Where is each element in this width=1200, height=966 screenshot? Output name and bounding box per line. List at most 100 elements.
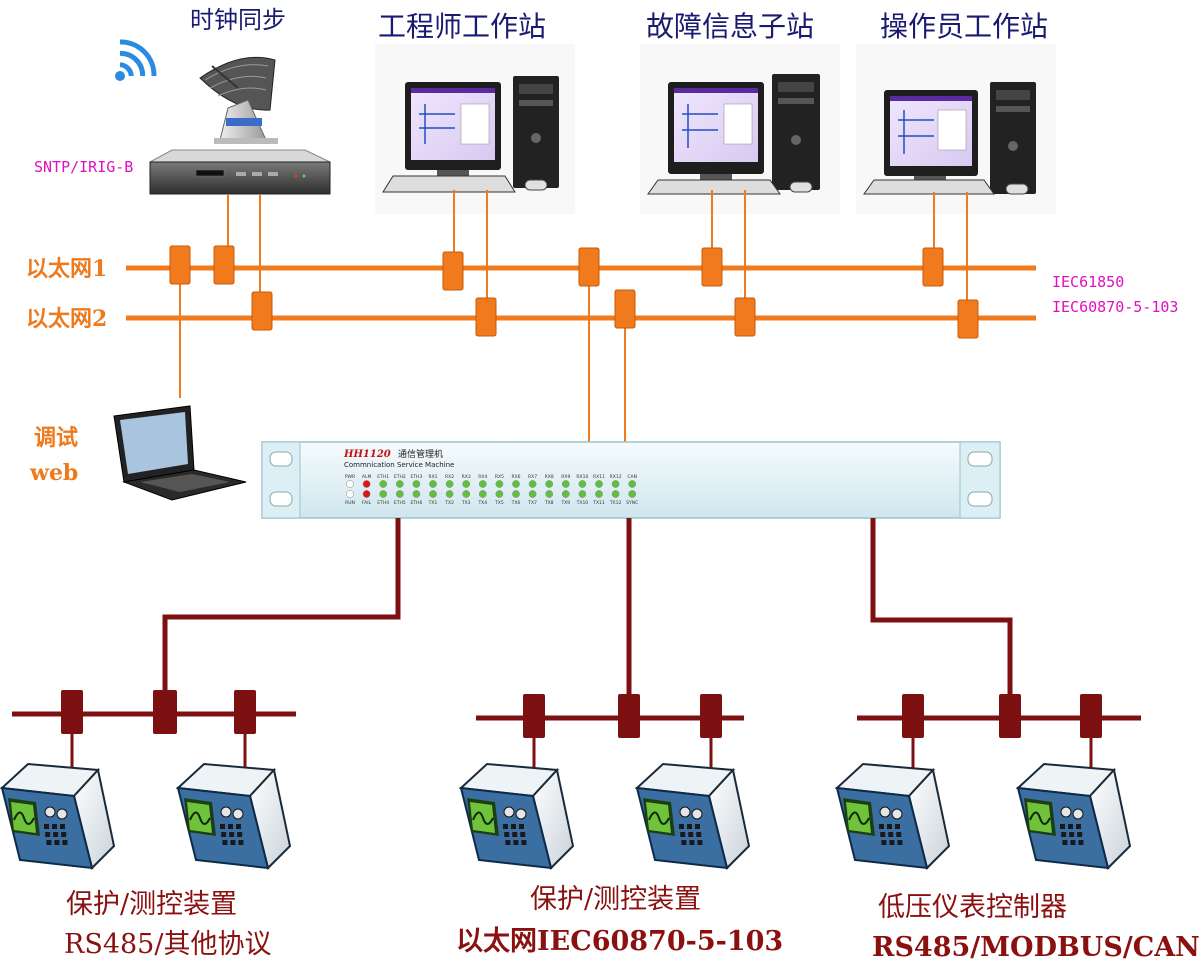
led-label: TX4 bbox=[477, 500, 487, 506]
led-label: TX8 bbox=[544, 500, 554, 506]
fault-substation-label: 故障信息子站 bbox=[646, 10, 814, 43]
led-label: TX3 bbox=[461, 500, 471, 506]
led-indicator bbox=[595, 480, 603, 488]
ethernet-connectors bbox=[169, 245, 979, 339]
led-indicator bbox=[379, 490, 388, 498]
led-label: SYNC bbox=[626, 500, 638, 506]
led-label: ETH3 bbox=[410, 474, 422, 480]
led-indicator bbox=[545, 480, 554, 488]
led-label: RX8 bbox=[545, 474, 554, 480]
led-indicator bbox=[495, 480, 504, 488]
led-indicator bbox=[478, 490, 487, 498]
led-label: PWR bbox=[345, 474, 355, 480]
led-indicator bbox=[362, 490, 371, 498]
led-label: ETH4 bbox=[377, 500, 389, 506]
group-1-line1: 保护/测控装置 bbox=[66, 889, 237, 920]
led-indicator bbox=[611, 480, 620, 488]
led-indicator bbox=[495, 490, 504, 498]
protection-device-icon bbox=[175, 762, 292, 870]
led-label: ETH6 bbox=[410, 500, 422, 506]
led-indicator bbox=[412, 480, 421, 488]
led-indicator bbox=[528, 480, 537, 488]
ethernet-2-label: 以太网2 bbox=[26, 306, 107, 332]
led-label: RX7 bbox=[528, 474, 537, 480]
led-label: TX12 bbox=[609, 500, 622, 506]
protection-device-icon bbox=[1015, 762, 1132, 870]
debug-label: 调试 bbox=[34, 425, 78, 451]
led-indicator bbox=[512, 480, 520, 488]
led-label: ETH1 bbox=[377, 474, 389, 480]
led-indicator bbox=[528, 490, 537, 498]
led-label: RX6 bbox=[511, 474, 520, 480]
led-label: RUN bbox=[345, 500, 355, 506]
clock-sync-label: 时钟同步 bbox=[190, 6, 286, 34]
protection-device-icon bbox=[0, 762, 116, 870]
led-label: TX5 bbox=[494, 500, 504, 506]
led-indicator bbox=[595, 490, 603, 498]
led-label: TX11 bbox=[592, 500, 605, 506]
led-label: RX2 bbox=[445, 474, 454, 480]
operator-workstation bbox=[856, 44, 1056, 214]
clock-sync-device bbox=[149, 149, 331, 195]
led-indicator bbox=[462, 480, 471, 488]
led-indicator bbox=[478, 480, 487, 488]
led-label: RX5 bbox=[495, 474, 504, 480]
led-label: RX1 bbox=[428, 474, 437, 480]
ethernet-1-label: 以太网1 bbox=[26, 256, 107, 282]
led-indicator bbox=[429, 490, 437, 498]
led-indicator bbox=[346, 480, 354, 488]
led-indicator bbox=[462, 490, 471, 498]
led-label: TX10 bbox=[576, 500, 589, 506]
led-label: FAIL bbox=[362, 500, 372, 506]
led-label: TX1 bbox=[428, 500, 438, 506]
machine-name-en: Commnication Service Machine bbox=[344, 461, 454, 469]
engineer-workstation bbox=[375, 44, 575, 214]
led-indicator bbox=[429, 480, 437, 488]
protocol-iec103-label: IEC60870-5-103 bbox=[1052, 298, 1178, 316]
led-indicator bbox=[578, 490, 587, 498]
fault-substation-workstation bbox=[640, 44, 840, 214]
group-3-line1: 低压仪表控制器 bbox=[878, 892, 1067, 923]
group-2-line2: 以太网IEC60870-5-103 bbox=[456, 926, 783, 957]
led-indicator bbox=[445, 490, 454, 498]
group-2-line1: 保护/测控装置 bbox=[530, 884, 701, 915]
protection-device-icon bbox=[834, 762, 951, 870]
led-indicator bbox=[395, 490, 404, 498]
protection-device-icon bbox=[458, 762, 575, 870]
led-indicator bbox=[379, 480, 388, 488]
led-indicator bbox=[445, 480, 454, 488]
led-label: CAN bbox=[627, 474, 637, 480]
operator-station-label: 操作员工作站 bbox=[880, 10, 1048, 43]
led-indicator bbox=[545, 490, 554, 498]
led-label: RX3 bbox=[462, 474, 471, 480]
led-indicator bbox=[561, 490, 570, 498]
led-label: ALM bbox=[362, 474, 372, 480]
serial-links bbox=[12, 518, 1141, 774]
satellite-dish-icon bbox=[199, 56, 278, 144]
group-3-line2: RS485/MODBUS/CAN bbox=[872, 932, 1200, 963]
serial-connectors bbox=[61, 690, 1102, 738]
led-label: TX9 bbox=[560, 500, 570, 506]
led-label: RX9 bbox=[561, 474, 570, 480]
protection-device-icon bbox=[634, 762, 751, 870]
led-indicator bbox=[395, 480, 404, 488]
protocol-iec61850-label: IEC61850 bbox=[1052, 273, 1124, 291]
group-1-line2: RS485/其他协议 bbox=[64, 929, 271, 960]
led-label: ETH5 bbox=[394, 500, 406, 506]
led-indicator bbox=[362, 480, 371, 488]
led-label: TX7 bbox=[527, 500, 537, 506]
led-indicator bbox=[611, 490, 620, 498]
led-label: RX12 bbox=[610, 474, 622, 480]
led-label: RX10 bbox=[576, 474, 588, 480]
led-indicator bbox=[628, 490, 637, 498]
laptop-icon bbox=[113, 405, 247, 501]
engineer-station-label: 工程师工作站 bbox=[378, 10, 546, 43]
led-indicator bbox=[512, 490, 520, 498]
web-label: web bbox=[29, 460, 78, 486]
clock-protocol-label: SNTP/IRIG-B bbox=[34, 158, 133, 176]
led-label: TX6 bbox=[511, 500, 521, 506]
led-label: RX11 bbox=[593, 474, 605, 480]
led-indicator bbox=[346, 490, 354, 498]
